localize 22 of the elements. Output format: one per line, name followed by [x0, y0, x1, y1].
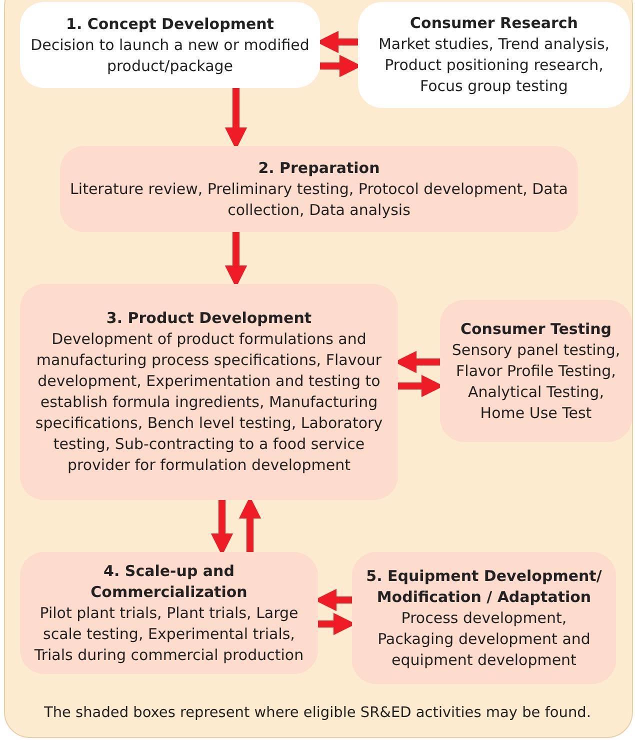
- box-text: Process development, Packaging development and equipment development: [376, 608, 592, 670]
- box-title: Consumer Research: [410, 13, 578, 34]
- shaded-box: [60, 146, 578, 232]
- shaded-box: [20, 552, 318, 674]
- box-title: 5. Equipment Development/ Modification / Adaptation: [365, 566, 603, 608]
- shaded-box: [440, 300, 632, 442]
- box-title: 4. Scale-up and Commercialization: [90, 560, 248, 602]
- box-text: Pilot plant trials, Plant trials, Large scale testing, Experimental trials, Trials during commercial production: [33, 602, 305, 666]
- box-text: Development of product formulations and manufacturing process specifications, Flavour development, Experimentation and testing to establish formula ingredients, Manufacturing specifications, Bench level testing, Laboratory testing, Sub-contracting to a food service provider for formulation development: [34, 329, 384, 476]
- box-text: Decision to launch a new or modified product/package: [30, 34, 310, 76]
- box-text: Market studies, Trend analysis, Product positioning research, Focus group testing: [377, 34, 611, 97]
- box-title: 3. Product Development: [106, 308, 312, 329]
- box-title: 1. Concept Development: [66, 14, 274, 34]
- box-text: Sensory panel testing, Flavor Profile Testing, Analytical Testing, Home Use Test: [450, 340, 622, 424]
- box-title: Consumer Testing: [460, 318, 612, 340]
- shaded-box: [20, 284, 398, 500]
- info-box: [358, 2, 630, 108]
- shaded-box: [352, 552, 616, 684]
- box-text: Literature review, Preliminary testing, Protocol development, Data collection, Data analysis: [70, 178, 568, 220]
- footnote: The shaded boxes represent where eligible SR&ED activities may be found.: [42, 705, 592, 721]
- info-box: [20, 2, 320, 88]
- box-title: 2. Preparation: [258, 158, 380, 178]
